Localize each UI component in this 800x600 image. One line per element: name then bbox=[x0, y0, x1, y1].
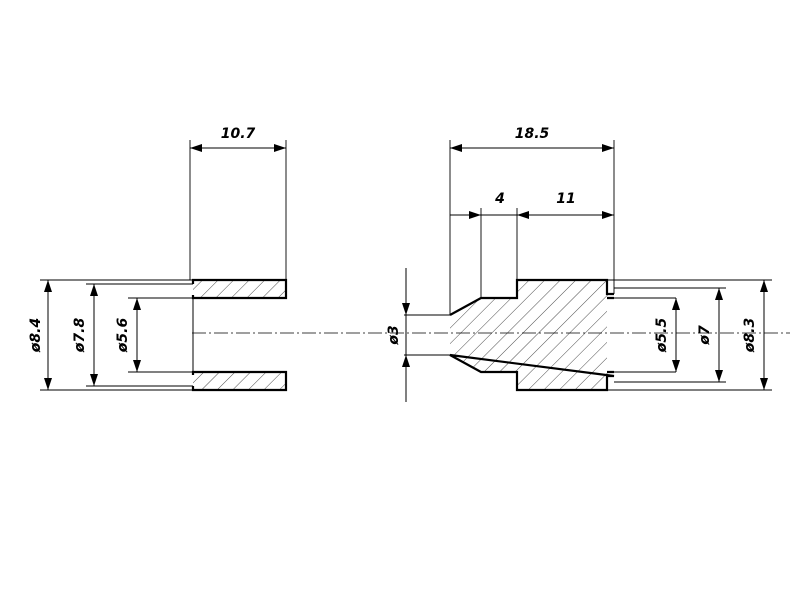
left-sleeve-outline-bottom bbox=[191, 370, 288, 392]
left-sleeve-outline-top bbox=[191, 278, 288, 300]
left-sleeve-lower-wall bbox=[193, 372, 286, 390]
right-nozzle bbox=[449, 278, 676, 392]
label-right-length: 18.5 bbox=[515, 126, 550, 142]
right-extension-lines bbox=[404, 140, 772, 391]
label-left-mid-diameter: ø7.8 bbox=[72, 318, 88, 354]
label-cone-length: 4 bbox=[494, 191, 505, 207]
left-extension-lines bbox=[40, 140, 287, 391]
left-sleeve-upper-wall bbox=[193, 280, 286, 298]
left-sleeve bbox=[186, 278, 288, 392]
right-nozzle-section bbox=[450, 280, 614, 390]
label-right-mid-diameter: ø7 bbox=[697, 325, 713, 346]
right-bore-outline bbox=[607, 296, 614, 374]
label-bore-length: 11 bbox=[556, 191, 575, 207]
label-left-outer-diameter: ø8.4 bbox=[28, 318, 44, 353]
label-left-bore-diameter: ø5.6 bbox=[115, 318, 131, 354]
label-right-bore-diameter: ø5.5 bbox=[654, 318, 670, 354]
label-left-length: 10.7 bbox=[221, 126, 256, 142]
label-right-outer-diameter: ø8.3 bbox=[742, 318, 758, 353]
label-tip-diameter: ø3 bbox=[386, 325, 402, 345]
